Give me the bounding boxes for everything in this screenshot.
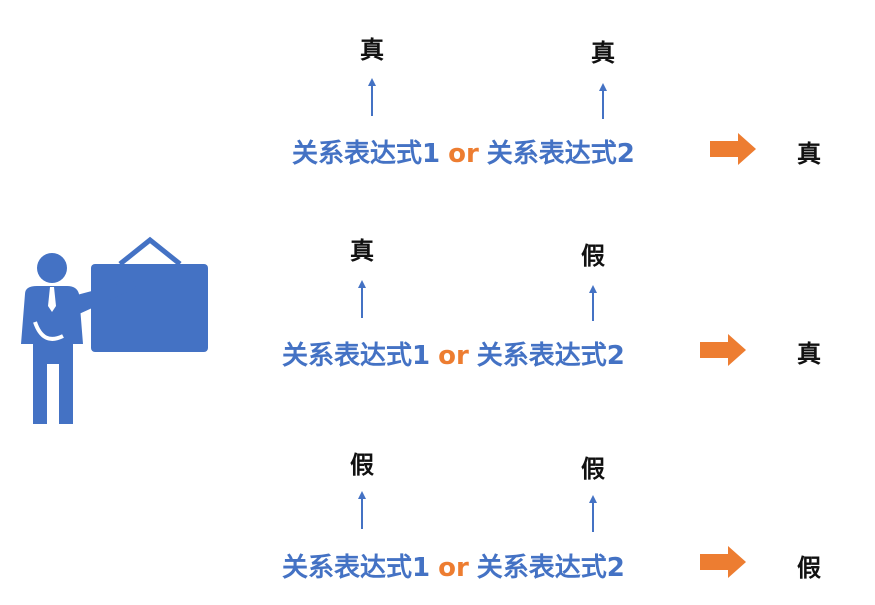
row2-left-up-arrow <box>361 286 363 318</box>
presenter-with-board-icon <box>21 236 208 424</box>
row1-left-value: 真 <box>360 36 384 64</box>
row2-result: 真 <box>797 340 821 368</box>
row2-right-value: 假 <box>581 242 605 270</box>
row1-right-up-arrow <box>602 89 604 119</box>
row1-left-up-arrow <box>371 84 373 116</box>
row3-result-arrow-icon <box>700 546 746 578</box>
row2-right-up-arrow <box>592 291 594 321</box>
row3-expr-right: 关系表达式2 <box>476 553 625 583</box>
row1-result-arrow-icon <box>710 133 756 165</box>
row3-operator: or <box>438 553 469 583</box>
row2-expr-left: 关系表达式1 <box>282 341 431 371</box>
row2-right-up-arrowhead <box>589 285 597 293</box>
row1-expr-left: 关系表达式1 <box>292 139 441 169</box>
row3-left-up-arrow <box>361 497 363 529</box>
row2-expr-right: 关系表达式2 <box>476 341 625 371</box>
row1-left-up-arrowhead <box>368 78 376 86</box>
row1-right-value: 真 <box>591 39 615 67</box>
row3-right-up-arrow <box>592 501 594 532</box>
row1-result: 真 <box>797 140 821 168</box>
row2-left-up-arrowhead <box>358 280 366 288</box>
row3-left-value: 假 <box>350 451 374 479</box>
row1-right-up-arrowhead <box>599 83 607 91</box>
row3-result: 假 <box>797 554 821 582</box>
row3-expr-left: 关系表达式1 <box>282 553 431 583</box>
row3-left-up-arrowhead <box>358 491 366 499</box>
row2-result-arrow-icon <box>700 334 746 366</box>
row3-right-value: 假 <box>581 455 605 483</box>
row3-right-up-arrowhead <box>589 495 597 503</box>
row2-operator: or <box>438 341 469 371</box>
row2-left-value: 真 <box>350 237 374 265</box>
row1-operator: or <box>448 139 479 169</box>
row1-expr-right: 关系表达式2 <box>486 139 635 169</box>
